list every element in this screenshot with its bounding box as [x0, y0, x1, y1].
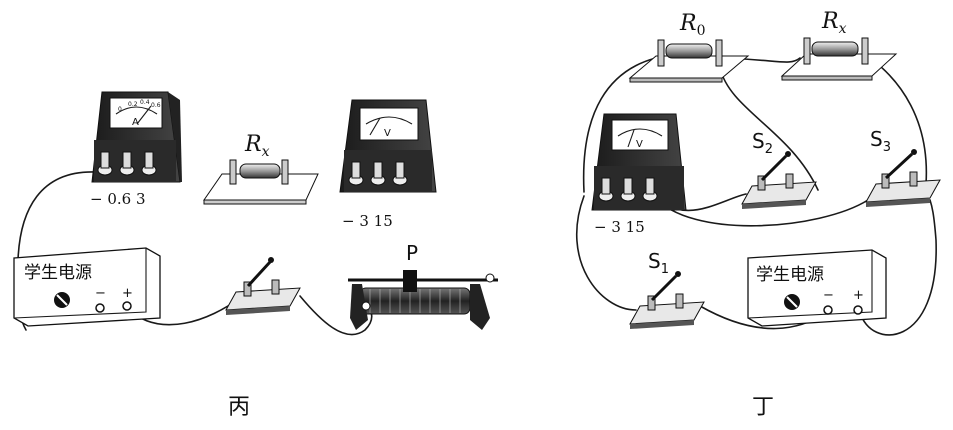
right-circuit: R0 Rx V − 3 — [575, 9, 941, 420]
switch-s2-label: S2 — [752, 129, 773, 157]
ammeter: 0 0.2 0.4 0.6 A − 0.6 3 — [90, 91, 182, 208]
ammeter-dial — [109, 97, 163, 129]
power-supply-right: 学生电源 − + — [747, 249, 887, 327]
power-supply-right-minus-label: − — [823, 288, 834, 303]
resistor-rx-right-label: Rx — [821, 9, 847, 37]
voltmeter-right-needle — [627, 129, 635, 148]
resistor-rx-left: Rx — [203, 132, 319, 205]
ammeter-terminal-labels: − 0.6 3 — [90, 190, 146, 208]
switch-s1-label: S1 — [648, 249, 669, 277]
ammeter-terminals — [97, 151, 157, 176]
voltmeter-right: V − 3 15 — [591, 113, 687, 236]
power-supply-left-minus-terminal — [95, 303, 105, 313]
resistor-rx-left-label: Rx — [244, 132, 270, 160]
voltmeter-right-terminals — [598, 177, 658, 202]
power-supply-left: 学生电源 − + — [13, 247, 161, 327]
left-circuit: 0 0.2 0.4 0.6 A − 0.6 3 Rx — [13, 91, 498, 420]
voltmeter-left: V − 3 15 — [339, 99, 437, 230]
caption-right: 丁 — [752, 395, 774, 420]
power-supply-right-plus-terminal — [853, 305, 863, 315]
rheostat-slider-label: P — [406, 241, 418, 265]
switch-s3: S3 — [865, 127, 941, 207]
ammeter-dial-label: A — [132, 117, 139, 128]
voltmeter-right-terminal-labels: − 3 15 — [594, 218, 645, 236]
voltmeter-right-dial — [611, 119, 669, 151]
power-supply-left-plus-terminal — [122, 301, 132, 311]
power-supply-left-plus-label: + — [122, 286, 133, 301]
voltmeter-left-terminal-labels: − 3 15 — [342, 212, 393, 230]
switch-left — [225, 257, 301, 315]
power-supply-right-plus-label: + — [853, 288, 864, 303]
resistor-r0-label: R0 — [679, 11, 706, 39]
switch-s1: S1 — [629, 249, 705, 329]
power-supply-left-minus-label: − — [95, 286, 106, 301]
power-supply-right-minus-terminal — [823, 305, 833, 315]
rheostat: P — [348, 241, 498, 330]
voltmeter-left-needle — [369, 117, 381, 136]
resistor-rx-right: Rx — [780, 9, 898, 81]
power-supply-right-label: 学生电源 — [756, 265, 824, 285]
voltmeter-left-terminals — [348, 161, 408, 186]
switch-s2: S2 — [741, 129, 817, 209]
power-supply-left-label: 学生电源 — [24, 263, 92, 283]
voltmeter-left-dial-label: V — [384, 128, 391, 139]
voltmeter-right-dial-label: V — [636, 139, 643, 150]
resistor-r0: R0 — [628, 11, 750, 83]
ammeter-scale-1: 0.2 — [128, 101, 138, 108]
rheostat-slider — [403, 270, 417, 292]
ammeter-scale-0: 0 — [118, 106, 122, 113]
ammeter-needle — [136, 105, 152, 125]
ammeter-scale-2: 0.4 — [140, 99, 150, 106]
caption-left: 丙 — [228, 395, 250, 420]
switch-s3-label: S3 — [870, 127, 891, 155]
ammeter-scale-3: 0.6 — [151, 102, 161, 109]
